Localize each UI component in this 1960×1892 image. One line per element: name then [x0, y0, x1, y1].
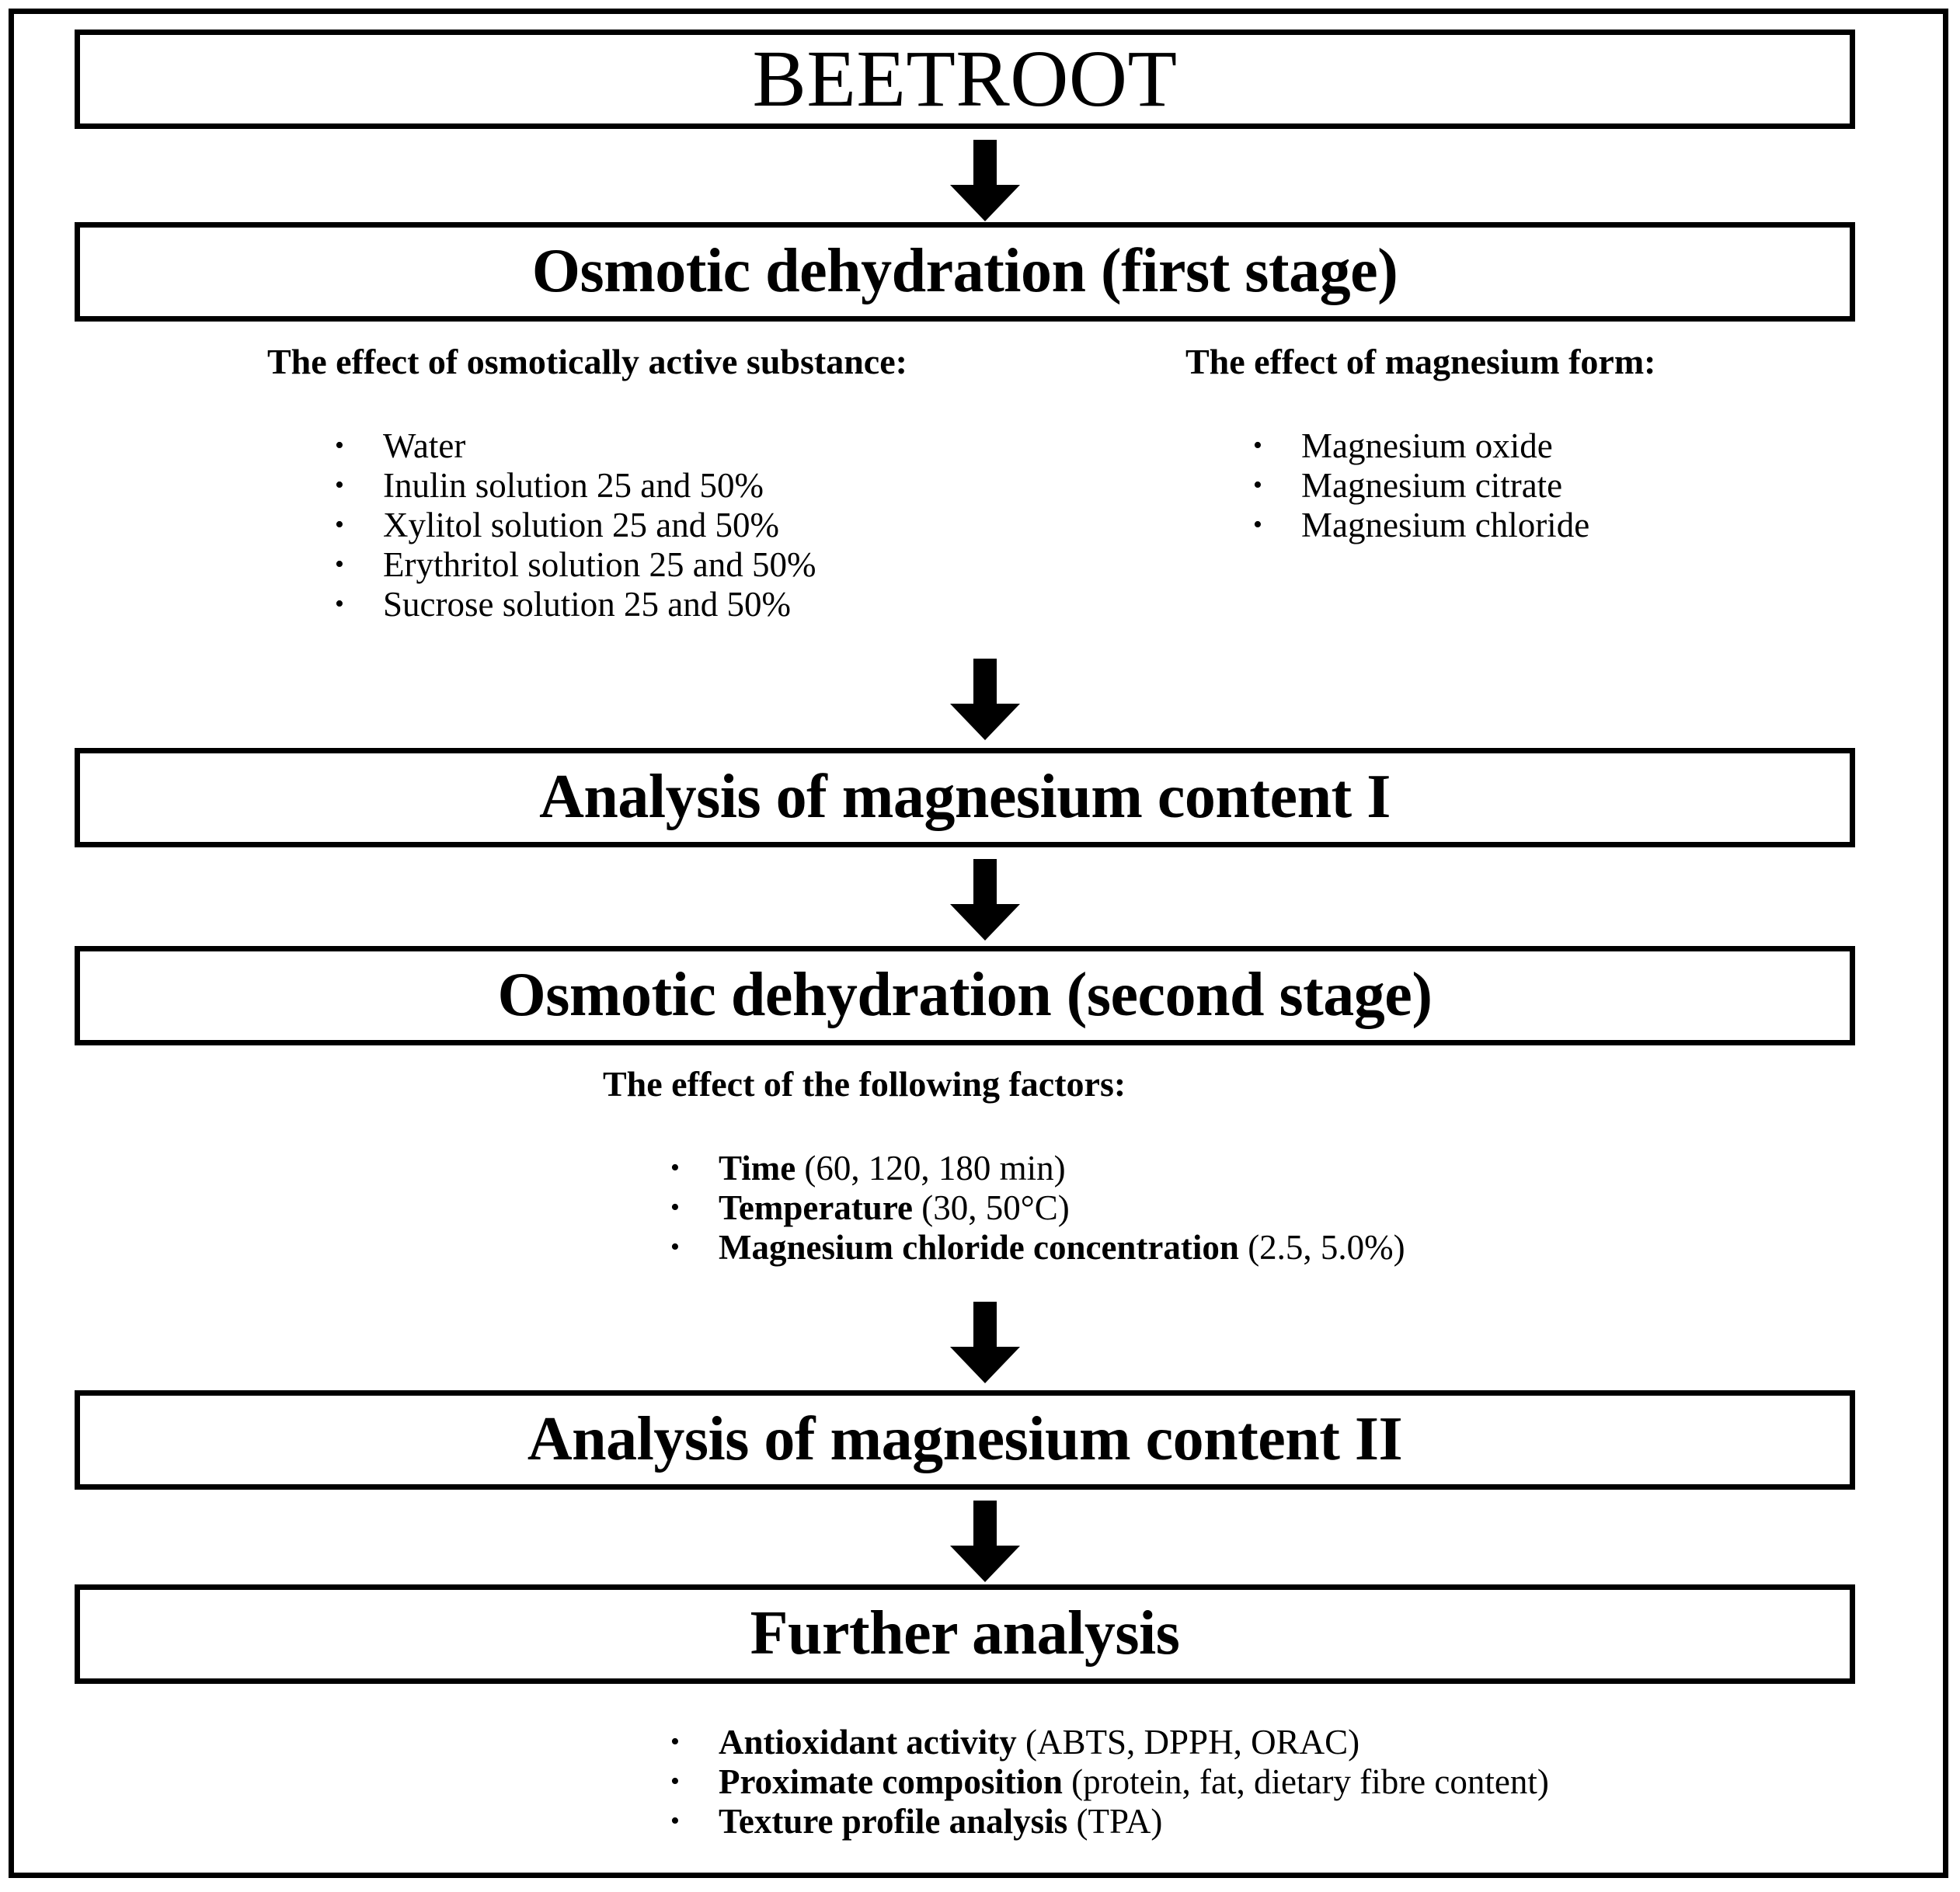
- list-item-tail: (30, 50°C): [912, 1188, 1070, 1227]
- list-item: Antioxidant activity (ABTS, DPPH, ORAC): [670, 1722, 1549, 1762]
- list-item-text: Erythritol solution 25 and 50%: [383, 545, 816, 584]
- list-item-lead: Antioxidant activity: [719, 1723, 1017, 1762]
- list-item: Magnesium chloride concentration (2.5, 5…: [670, 1227, 1405, 1268]
- arrow-head: [950, 1347, 1020, 1383]
- list-item-tail: (60, 120, 180 min): [795, 1149, 1066, 1188]
- stage-two-heading: The effect of the following factors:: [603, 1064, 1126, 1104]
- list-item: Inulin solution 25 and 50%: [335, 465, 907, 506]
- down-arrow-icon-4: [950, 1302, 1020, 1383]
- list-item-text: Inulin solution 25 and 50%: [383, 466, 764, 505]
- list-item-text: Magnesium oxide: [1301, 426, 1553, 465]
- process-box-analysis-one: Analysis of magnesium content I: [75, 748, 1855, 847]
- list-item: Magnesium chloride: [1253, 505, 1655, 545]
- process-box-osmotic-second-label: Osmotic dehydration (second stage): [497, 961, 1433, 1030]
- list-item: Temperature (30, 50°C): [670, 1188, 1405, 1228]
- process-box-beetroot: BEETROOT: [75, 30, 1855, 129]
- stage-two-list: Time (60, 120, 180 min) Temperature (30,…: [603, 1148, 1405, 1268]
- list-item-tail: (ABTS, DPPH, ORAC): [1016, 1723, 1360, 1762]
- stage-one-left-details: The effect of osmotically active substan…: [267, 344, 907, 624]
- down-arrow-icon-2: [950, 659, 1020, 740]
- list-item-lead: Magnesium chloride concentration: [719, 1228, 1239, 1267]
- process-box-analysis-two: Analysis of magnesium content II: [75, 1390, 1855, 1490]
- further-analysis-details: Antioxidant activity (ABTS, DPPH, ORAC) …: [603, 1722, 1549, 1842]
- down-arrow-icon-3: [950, 859, 1020, 941]
- arrow-shaft: [973, 859, 997, 907]
- list-item-text: Water: [383, 426, 466, 465]
- list-item: Sucrose solution 25 and 50%: [335, 584, 907, 624]
- process-box-osmotic-first-label: Osmotic dehydration (first stage): [531, 237, 1398, 306]
- list-item: Water: [335, 426, 907, 466]
- list-item-lead: Time: [719, 1149, 796, 1188]
- arrow-shaft: [973, 140, 997, 188]
- arrow-head: [950, 904, 1020, 941]
- arrow-shaft: [973, 1501, 997, 1549]
- list-item: Erythritol solution 25 and 50%: [335, 544, 907, 585]
- process-box-further-analysis: Further analysis: [75, 1584, 1855, 1684]
- list-item: Xylitol solution 25 and 50%: [335, 505, 907, 545]
- further-analysis-list: Antioxidant activity (ABTS, DPPH, ORAC) …: [603, 1722, 1549, 1842]
- list-item-tail: (TPA): [1067, 1802, 1163, 1841]
- process-box-analysis-two-label: Analysis of magnesium content II: [527, 1405, 1403, 1474]
- stage-one-right-list: Magnesium oxide Magnesium citrate Magnes…: [1185, 426, 1655, 545]
- down-arrow-icon-1: [950, 140, 1020, 221]
- stage-one-right-details: The effect of magnesium form: Magnesium …: [1185, 344, 1655, 545]
- flowchart-body: BEETROOT Osmotic dehydration (first stag…: [75, 30, 1855, 1847]
- outer-border-frame: [9, 9, 1948, 1878]
- list-item: Texture profile analysis (TPA): [670, 1801, 1549, 1842]
- process-box-beetroot-label: BEETROOT: [752, 33, 1178, 123]
- list-item: Magnesium citrate: [1253, 465, 1655, 506]
- list-item-tail: (2.5, 5.0%): [1238, 1228, 1405, 1267]
- list-item: Time (60, 120, 180 min): [670, 1148, 1405, 1188]
- stage-one-left-list: Water Inulin solution 25 and 50% Xylitol…: [267, 426, 907, 624]
- process-box-analysis-one-label: Analysis of magnesium content I: [539, 763, 1391, 832]
- list-item-tail: (protein, fat, dietary fibre content): [1062, 1762, 1549, 1801]
- list-item-text: Sucrose solution 25 and 50%: [383, 585, 791, 624]
- stage-two-details: The effect of the following factors: Tim…: [603, 1066, 1405, 1268]
- list-item-text: Magnesium chloride: [1301, 506, 1590, 544]
- list-item-lead: Texture profile analysis: [719, 1802, 1068, 1841]
- stage-one-right-heading: The effect of magnesium form:: [1185, 342, 1656, 381]
- arrow-shaft: [973, 1302, 997, 1350]
- list-item-lead: Temperature: [719, 1188, 913, 1227]
- list-item-lead: Proximate composition: [719, 1762, 1063, 1801]
- arrow-head: [950, 704, 1020, 740]
- arrow-head: [950, 185, 1020, 221]
- stage-one-left-heading: The effect of osmotically active substan…: [267, 342, 907, 381]
- list-item-text: Xylitol solution 25 and 50%: [383, 506, 779, 544]
- process-box-osmotic-second: Osmotic dehydration (second stage): [75, 946, 1855, 1045]
- arrow-head: [950, 1546, 1020, 1582]
- arrow-shaft: [973, 659, 997, 707]
- list-item: Proximate composition (protein, fat, die…: [670, 1762, 1549, 1802]
- down-arrow-icon-5: [950, 1501, 1020, 1582]
- list-item-text: Magnesium citrate: [1301, 466, 1563, 505]
- process-box-osmotic-first: Osmotic dehydration (first stage): [75, 222, 1855, 322]
- list-item: Magnesium oxide: [1253, 426, 1655, 466]
- process-box-further-analysis-label: Further analysis: [750, 1599, 1180, 1668]
